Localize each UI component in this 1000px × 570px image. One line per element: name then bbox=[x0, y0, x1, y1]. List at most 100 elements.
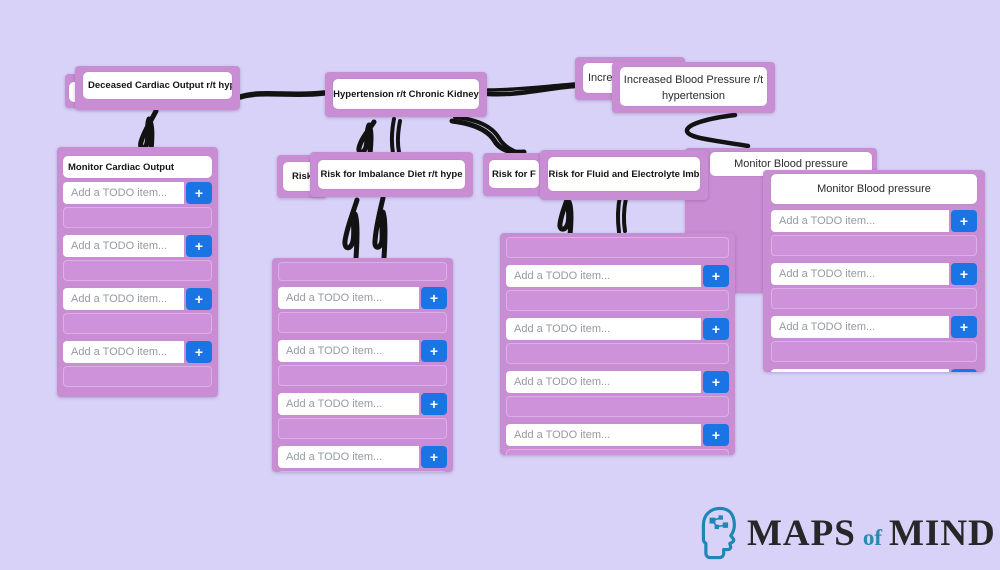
add-todo-button[interactable]: + bbox=[421, 446, 447, 468]
todo-input-row: + bbox=[63, 288, 212, 310]
edge-increased-monitorbp bbox=[684, 112, 751, 149]
node-title-risk-fluid[interactable]: Risk for Fluid and Electrolyte Imb bbox=[548, 157, 700, 191]
edge-riskimbalance-todo-b bbox=[372, 195, 388, 261]
todo-input[interactable] bbox=[506, 424, 701, 446]
edge-riskfluid-todo-c bbox=[621, 196, 628, 233]
node-increased-blood-pressure[interactable]: Increased Blood Pressure r/t hypertensio… bbox=[612, 62, 775, 113]
todo-card-imbalance[interactable]: + + + + bbox=[272, 258, 453, 472]
todo-list-area bbox=[771, 288, 977, 309]
edge-hypertension-riskimbalance-b bbox=[389, 117, 396, 155]
edge-hypertension-riskfluid-b bbox=[453, 115, 531, 159]
todo-input[interactable] bbox=[506, 318, 701, 340]
edge-deceased-monitorcardiac bbox=[138, 108, 159, 154]
node-monitor-blood-pressure[interactable]: Monitor Blood pressure + + + + bbox=[763, 170, 985, 372]
todo-input[interactable] bbox=[63, 235, 184, 257]
logo-word-mind: MIND bbox=[889, 512, 996, 554]
edge-hypertension-increased-b bbox=[486, 82, 577, 92]
node-title-increased[interactable]: Increased Blood Pressure r/t hypertensio… bbox=[620, 67, 767, 106]
todo-list-area bbox=[278, 262, 447, 281]
todo-input[interactable] bbox=[63, 288, 184, 310]
add-todo-button[interactable]: + bbox=[951, 210, 977, 232]
add-todo-button[interactable]: + bbox=[421, 393, 447, 415]
todo-list-area bbox=[278, 312, 447, 333]
todo-list-area bbox=[63, 260, 212, 281]
todo-input-row: + bbox=[63, 235, 212, 257]
todo-input[interactable] bbox=[771, 369, 949, 372]
add-todo-button[interactable]: + bbox=[421, 340, 447, 362]
logo-word-maps: MAPS bbox=[747, 512, 856, 554]
todo-list-area bbox=[63, 207, 212, 228]
add-todo-button[interactable]: + bbox=[421, 287, 447, 309]
todo-card-fluid[interactable]: + + + + bbox=[500, 233, 735, 455]
node-risk-imbalance-diet[interactable]: Risk for Imbalance Diet r/t hype bbox=[310, 152, 473, 197]
todo-list-area bbox=[506, 449, 729, 455]
todo-input[interactable] bbox=[278, 393, 419, 415]
maps-of-mind-logo: MAPS of MIND bbox=[697, 506, 996, 560]
todo-input[interactable] bbox=[278, 340, 419, 362]
node-monitor-cardiac-output[interactable]: Monitor Cardiac Output + + + + bbox=[57, 147, 218, 397]
add-todo-button[interactable]: + bbox=[703, 371, 729, 393]
todo-input-row: + bbox=[771, 369, 977, 372]
todo-list-area bbox=[278, 418, 447, 439]
todo-input-row: + bbox=[506, 318, 729, 340]
add-todo-button[interactable]: + bbox=[703, 318, 729, 340]
todo-input-row: + bbox=[63, 182, 212, 204]
add-todo-button[interactable]: + bbox=[703, 424, 729, 446]
todo-list-area bbox=[506, 237, 729, 258]
todo-input-row: + bbox=[771, 316, 977, 338]
todo-input[interactable] bbox=[771, 316, 949, 338]
add-todo-button[interactable]: + bbox=[951, 263, 977, 285]
node-title-risk-fluid-back[interactable]: Risk for F bbox=[489, 160, 539, 188]
todo-input-row: + bbox=[278, 446, 447, 468]
todo-input-row: + bbox=[278, 393, 447, 415]
todo-input[interactable] bbox=[506, 265, 701, 287]
node-hypertension[interactable]: Hypertension r/t Chronic Kidney bbox=[325, 72, 487, 117]
add-todo-button[interactable]: + bbox=[186, 182, 212, 204]
todo-input[interactable] bbox=[278, 287, 419, 309]
node-title-risk-imbalance[interactable]: Risk for Imbalance Diet r/t hype bbox=[318, 160, 465, 189]
add-todo-button[interactable]: + bbox=[951, 316, 977, 338]
todo-list-area bbox=[506, 343, 729, 364]
todo-input-row: + bbox=[506, 424, 729, 446]
edge-riskimbalance-todo-a bbox=[342, 197, 360, 261]
node-title-deceased[interactable]: Deceased Cardiac Output r/t hyp bbox=[83, 72, 232, 99]
node-title-monitor-cardiac[interactable]: Monitor Cardiac Output bbox=[63, 156, 212, 178]
todo-input[interactable] bbox=[771, 210, 949, 232]
add-todo-button[interactable]: + bbox=[186, 341, 212, 363]
edge-riskfluid-todo-b bbox=[615, 194, 622, 234]
add-todo-button[interactable]: + bbox=[703, 265, 729, 287]
edge-hypertension-riskimbalance-c bbox=[395, 119, 402, 154]
edge-riskfluid-todo-a bbox=[557, 194, 574, 238]
add-todo-button[interactable]: + bbox=[186, 235, 212, 257]
add-todo-button[interactable]: + bbox=[186, 288, 212, 310]
node-deceased-cardiac-output[interactable]: Deceased Cardiac Output r/t hyp bbox=[75, 66, 240, 110]
edge-hypertension-increased-a bbox=[485, 83, 578, 97]
node-risk-fluid-back-card[interactable]: Risk for F bbox=[483, 153, 545, 196]
todo-list-area bbox=[63, 366, 212, 387]
todo-input[interactable] bbox=[63, 182, 184, 204]
todo-input-row: + bbox=[506, 265, 729, 287]
todo-list-area bbox=[63, 313, 212, 334]
head-icon bbox=[701, 506, 736, 560]
todo-list-area bbox=[771, 341, 977, 362]
todo-input-row: + bbox=[278, 340, 447, 362]
todo-input[interactable] bbox=[771, 263, 949, 285]
todo-input[interactable] bbox=[506, 371, 701, 393]
edge-deceased-hypertension bbox=[237, 90, 327, 100]
todo-input-row: + bbox=[63, 341, 212, 363]
todo-input-row: + bbox=[771, 210, 977, 232]
todo-input[interactable] bbox=[63, 341, 184, 363]
node-title-hypertension[interactable]: Hypertension r/t Chronic Kidney bbox=[333, 79, 479, 109]
todo-input[interactable] bbox=[278, 446, 419, 468]
edge-hypertension-riskfluid-a bbox=[449, 118, 527, 155]
todo-list-area bbox=[506, 396, 729, 417]
todo-list-area bbox=[278, 365, 447, 386]
edge-hypertension-riskimbalance-a bbox=[356, 119, 377, 157]
todo-input-row: + bbox=[278, 287, 447, 309]
node-risk-fluid-electrolyte[interactable]: Risk for Fluid and Electrolyte Imb bbox=[540, 150, 708, 200]
todo-list-area bbox=[771, 235, 977, 256]
todo-list-area bbox=[278, 471, 447, 472]
node-title-monitor-bp[interactable]: Monitor Blood pressure bbox=[771, 174, 977, 204]
add-todo-button[interactable]: + bbox=[951, 369, 977, 372]
